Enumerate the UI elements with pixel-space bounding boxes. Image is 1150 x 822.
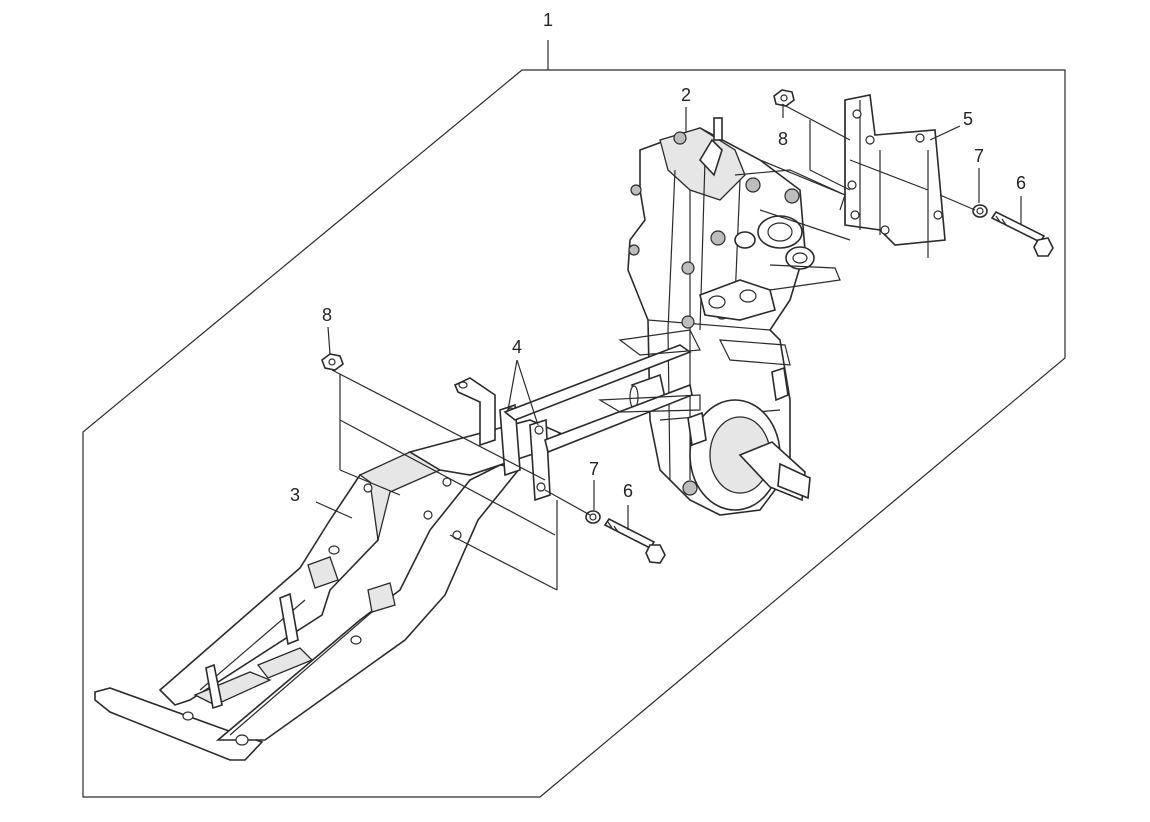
bolt-right (990, 210, 1054, 257)
washer-left (585, 510, 601, 524)
support-bracket (453, 344, 693, 502)
callout-8-lower: 8 (322, 305, 332, 325)
assembly-lines (331, 103, 976, 591)
leader-lines (315, 40, 1022, 530)
callout-3: 3 (290, 485, 300, 505)
gearbox-housing (627, 117, 815, 516)
callout-2: 2 (681, 85, 691, 105)
callout-4: 4 (512, 337, 522, 357)
callout-8-upper: 8 (778, 129, 788, 149)
hex-nut-left (321, 353, 344, 371)
callout-7-lower: 7 (589, 459, 599, 479)
assembly-boundary (82, 69, 1066, 798)
bolt-left (603, 517, 666, 564)
callout-6-lower: 6 (623, 481, 633, 501)
mounting-plate (844, 94, 946, 246)
callout-7-upper: 7 (974, 146, 984, 166)
callout-5: 5 (963, 109, 973, 129)
hex-nut-right (773, 89, 795, 107)
callout-6-upper: 6 (1016, 173, 1026, 193)
tine-frame (94, 419, 562, 761)
washer-right (972, 204, 988, 218)
callout-1: 1 (543, 10, 553, 30)
